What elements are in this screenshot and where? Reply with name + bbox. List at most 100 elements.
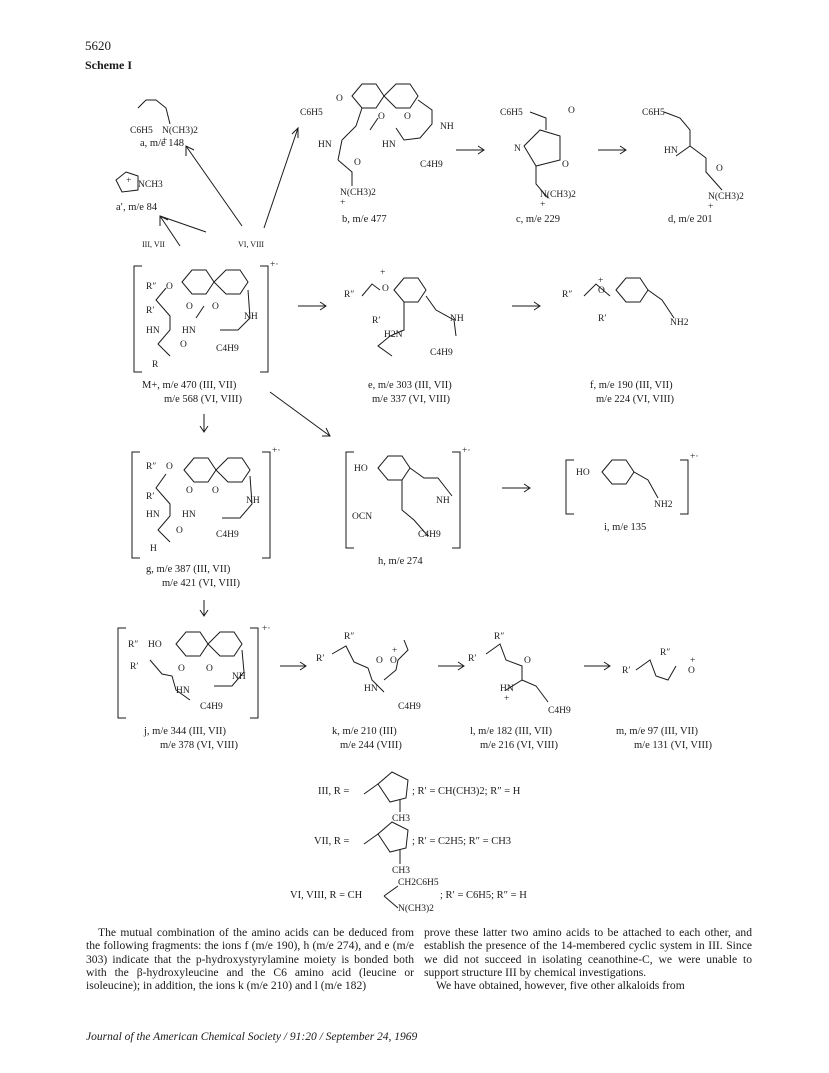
f-rdprime: R″ [562, 290, 573, 300]
h-dagger: +· [462, 446, 471, 456]
k-c4h9: C4H9 [398, 702, 421, 712]
scheme-title: Scheme I [85, 58, 132, 72]
k-hn: HN [364, 684, 378, 694]
mplus-r: R [152, 360, 159, 370]
mplus-o3: O [212, 302, 219, 312]
label-e-2: m/e 337 (VI, VIII) [372, 394, 450, 405]
body-column-right: prove these latter two amino acids to be… [424, 926, 752, 992]
def-vi-prefix: VI, VIII, R = CH [290, 890, 363, 901]
e-rdprime: R″ [344, 290, 355, 300]
def-iii-ch3: CH3 [392, 814, 410, 824]
structure-d [663, 111, 723, 191]
def-vi-top: CH2C6H5 [398, 878, 439, 888]
b-o3: O [404, 112, 411, 122]
m-plus: + [690, 656, 696, 666]
b-plus: + [340, 198, 346, 208]
mplus-rprime: R′ [146, 306, 155, 316]
l-rprime: R′ [468, 654, 477, 664]
mplus-nh: NH [244, 312, 258, 322]
g-nh: NH [246, 496, 260, 506]
l-c4h9: C4H9 [548, 706, 571, 716]
h-ho: HO [354, 464, 368, 474]
substituent-vii-ring [363, 821, 409, 864]
label-g-1: g, m/e 387 (III, VII) [146, 564, 231, 575]
label-l-1: l, m/e 182 (III, VII) [470, 726, 553, 737]
page-number: 5620 [85, 38, 111, 53]
structure-b [337, 83, 433, 186]
label-k-1: k, m/e 210 (III) [332, 726, 397, 737]
a-c6h5: C6H5 [130, 126, 153, 136]
b-c4h9: C4H9 [420, 160, 443, 170]
def-vi-bottom: N(CH3)2 [398, 904, 434, 914]
g-hn2: HN [182, 510, 196, 520]
e-plus: + [380, 268, 386, 278]
paragraph-right-2: We have obtained, however, five other al… [436, 979, 685, 993]
def-vii-rest: ; R′ = C2H5; R″ = CH3 [412, 836, 512, 847]
e-nh: NH [450, 314, 464, 324]
h-nh: NH [436, 496, 450, 506]
label-j-2: m/e 378 (VI, VIII) [160, 740, 238, 751]
def-vii-prefix: VII, R = [314, 836, 350, 847]
g-o3: O [212, 486, 219, 496]
j-dagger: +· [262, 624, 271, 634]
k-o2: O [390, 656, 397, 666]
label-m-2: m/e 131 (VI, VIII) [634, 740, 712, 751]
def-iii-prefix: III, R = [318, 786, 350, 797]
arrow-label-left: III, VII [142, 240, 165, 249]
label-b: b, m/e 477 [342, 214, 387, 225]
mplus-o: O [166, 282, 173, 292]
a-prime-nch3: NCH3 [138, 180, 163, 190]
mplus-o4: O [180, 340, 187, 350]
c-o2: O [562, 160, 569, 170]
g-rprime: R′ [146, 492, 155, 502]
label-j-1: j, m/e 344 (III, VII) [144, 726, 227, 737]
mplus-rdprime: R″ [146, 282, 157, 292]
a-prime-plus: + [126, 176, 132, 186]
substituent-vi-branch [383, 885, 399, 909]
k-rdprime: R″ [344, 632, 355, 642]
c-n: N [514, 144, 521, 154]
d-o: O [716, 164, 723, 174]
def-vi-rest: ; R′ = C6H5; R″ = H [440, 890, 527, 901]
structure-m [635, 659, 677, 681]
structure-a [137, 99, 171, 125]
label-k-2: m/e 244 (VIII) [340, 740, 402, 751]
c-c6h5: C6H5 [500, 108, 523, 118]
b-c6h5: C6H5 [300, 108, 323, 118]
g-o2: O [186, 486, 193, 496]
d-hn: HN [664, 146, 678, 156]
j-rprime: R′ [130, 662, 139, 672]
j-rdprime: R″ [128, 640, 139, 650]
g-hn1: HN [146, 510, 160, 520]
i-dagger: +· [690, 452, 699, 462]
c-plus: + [540, 200, 546, 210]
label-f-1: f, m/e 190 (III, VII) [590, 380, 673, 391]
structure-c [523, 111, 561, 199]
label-m-1: m, m/e 97 (III, VII) [616, 726, 699, 737]
g-rdprime: R″ [146, 462, 157, 472]
b-nch3-2: N(CH3)2 [340, 188, 376, 198]
structure-e [361, 277, 457, 357]
bracket-h [345, 451, 461, 549]
mplus-c4h9: C4H9 [216, 344, 239, 354]
m-o: O [688, 666, 695, 676]
body-column-left: The mutual combination of the amino acid… [86, 926, 414, 992]
mplus-dagger: +· [270, 260, 279, 270]
b-nh: NH [440, 122, 454, 132]
j-o1: O [178, 664, 185, 674]
j-c4h9: C4H9 [200, 702, 223, 712]
e-rprime: R′ [372, 316, 381, 326]
g-dagger: +· [272, 446, 281, 456]
b-hn2: HN [382, 140, 396, 150]
h-ocn: OCN [352, 512, 373, 522]
mplus-hn2: HN [182, 326, 196, 336]
label-e-1: e, m/e 303 (III, VII) [368, 380, 452, 391]
paragraph-right-1: prove these latter two amino acids to be… [424, 926, 752, 979]
b-o4: O [354, 158, 361, 168]
label-a-prime: a′, m/e 84 [116, 202, 158, 213]
mplus-hn1: HN [146, 326, 160, 336]
structure-g [155, 457, 253, 543]
f-nh2: NH2 [670, 318, 689, 328]
label-d: d, m/e 201 [668, 214, 713, 225]
